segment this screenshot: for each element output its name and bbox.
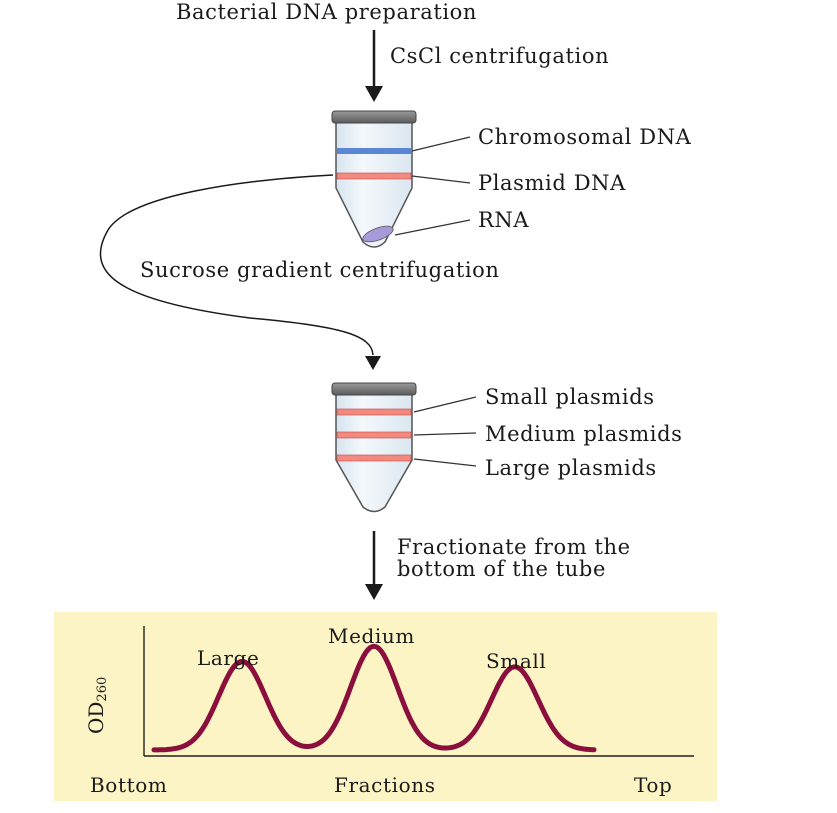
plot-axes bbox=[143, 626, 694, 757]
y-axis-title: OD260 bbox=[84, 676, 110, 734]
chromosomal-dna-band bbox=[337, 148, 411, 154]
peak-label-large: Large bbox=[197, 646, 260, 670]
rna-pellet bbox=[362, 225, 394, 243]
y-axis-title-main: OD bbox=[84, 701, 108, 734]
arrow-csCl bbox=[365, 30, 383, 102]
od-plot-panel: Large Medium Small Bottom Fractions Top bbox=[54, 612, 717, 801]
arrow-sucrose bbox=[99, 174, 381, 370]
plasmid-dna-band bbox=[336, 172, 412, 180]
tube-sucrose bbox=[331, 382, 417, 513]
chromosomal-dna-label: Chromosomal DNA bbox=[478, 125, 692, 149]
tube-csCl bbox=[331, 110, 417, 248]
medium-plasmids-label: Medium plasmids bbox=[485, 422, 683, 446]
step-start-label: Bacterial DNA preparation bbox=[176, 0, 478, 24]
od-plot bbox=[143, 626, 694, 757]
x-label-top: Top bbox=[634, 773, 673, 797]
step-sucrose-label: Sucrose gradient centrifugation bbox=[140, 258, 500, 282]
peak-label-medium: Medium bbox=[328, 624, 415, 648]
small-plasmids-label: Small plasmids bbox=[485, 385, 655, 409]
peak-label-small: Small bbox=[486, 649, 547, 673]
large-plasmids-label: Large plasmids bbox=[485, 456, 657, 480]
small-plasmids-band bbox=[336, 408, 412, 416]
tube2-leader-lines bbox=[413, 396, 477, 467]
large-plasmids-band bbox=[336, 454, 412, 462]
tube1-leader-lines bbox=[394, 136, 471, 236]
x-axis-title: Fractions bbox=[334, 773, 436, 797]
x-label-bottom: Bottom bbox=[90, 773, 168, 797]
plasmid-dna-label: Plasmid DNA bbox=[478, 171, 626, 195]
arrow-fractionate bbox=[365, 531, 383, 600]
rna-label: RNA bbox=[478, 208, 530, 232]
step-fractionate-line1: Fractionate from the bbox=[397, 535, 631, 559]
y-axis-title-sub: 260 bbox=[95, 676, 110, 702]
od-curve bbox=[151, 643, 597, 753]
step-fractionate-line2: bottom of the tube bbox=[397, 557, 606, 581]
step-csCl-label: CsCl centrifugation bbox=[390, 44, 610, 68]
medium-plasmids-band bbox=[336, 431, 412, 439]
